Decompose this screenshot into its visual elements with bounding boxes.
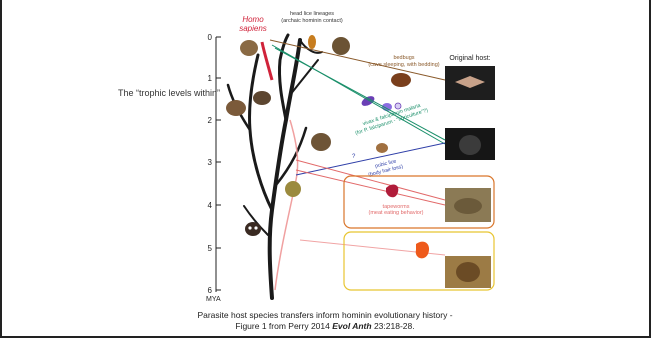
head-lice-label: head lice lineages <box>290 11 334 17</box>
sapiens-label: sapiens <box>239 24 267 33</box>
tick-0: 0 <box>208 33 213 42</box>
tick-1: 1 <box>208 74 213 83</box>
original-host-label: Original host: <box>449 55 490 62</box>
caption-pages: 23:218-28. <box>372 321 415 331</box>
skull-icon <box>253 91 271 105</box>
tick-2: 2 <box>208 116 213 125</box>
bedbugs-label: bedbugs <box>393 55 414 61</box>
caption-citation: Figure 1 from Perry 2014 <box>235 321 332 331</box>
tick-5: 5 <box>208 244 213 253</box>
skull-icon <box>311 133 331 151</box>
hominin-tree <box>228 35 322 298</box>
skull-icon <box>240 40 258 56</box>
question-mark: ? <box>352 154 356 160</box>
head-louse-icon <box>308 35 316 49</box>
caption-line-1: Parasite host species transfers inform h… <box>170 310 480 321</box>
tick-3: 3 <box>208 158 213 167</box>
tapeworm-sub-label: (meat eating behavior) <box>368 210 423 216</box>
skull-icon <box>226 100 246 116</box>
tick-4: 4 <box>208 201 213 210</box>
skull-icon <box>245 222 261 236</box>
tapeworm-icon <box>386 185 398 198</box>
tick-6: 6 <box>208 286 213 295</box>
pubic-louse-icon <box>376 143 388 153</box>
figure-caption: Parasite host species transfers inform h… <box>170 310 480 332</box>
malaria-parasite-icons <box>360 94 401 111</box>
skull-icon <box>332 37 350 55</box>
skull-icon <box>285 181 301 197</box>
head-lice-sub-label: (archaic hominin contact) <box>281 18 343 24</box>
axis-unit: MYA <box>206 296 221 303</box>
pink-transfer-trace <box>275 120 298 290</box>
time-axis <box>216 37 221 292</box>
bedbug-icon <box>391 73 411 87</box>
caption-line-2: Figure 1 from Perry 2014 Evol Anth 23:21… <box>170 321 480 332</box>
homo-sapiens-branch <box>262 42 272 80</box>
caption-journal: Evol Anth <box>332 321 371 331</box>
parasite-orange-icon <box>416 242 429 259</box>
homo-label: Homo <box>242 15 264 24</box>
phylogeny-figure: 0 1 2 3 4 5 6 MYA Homo sapiens head lice… <box>0 0 654 305</box>
